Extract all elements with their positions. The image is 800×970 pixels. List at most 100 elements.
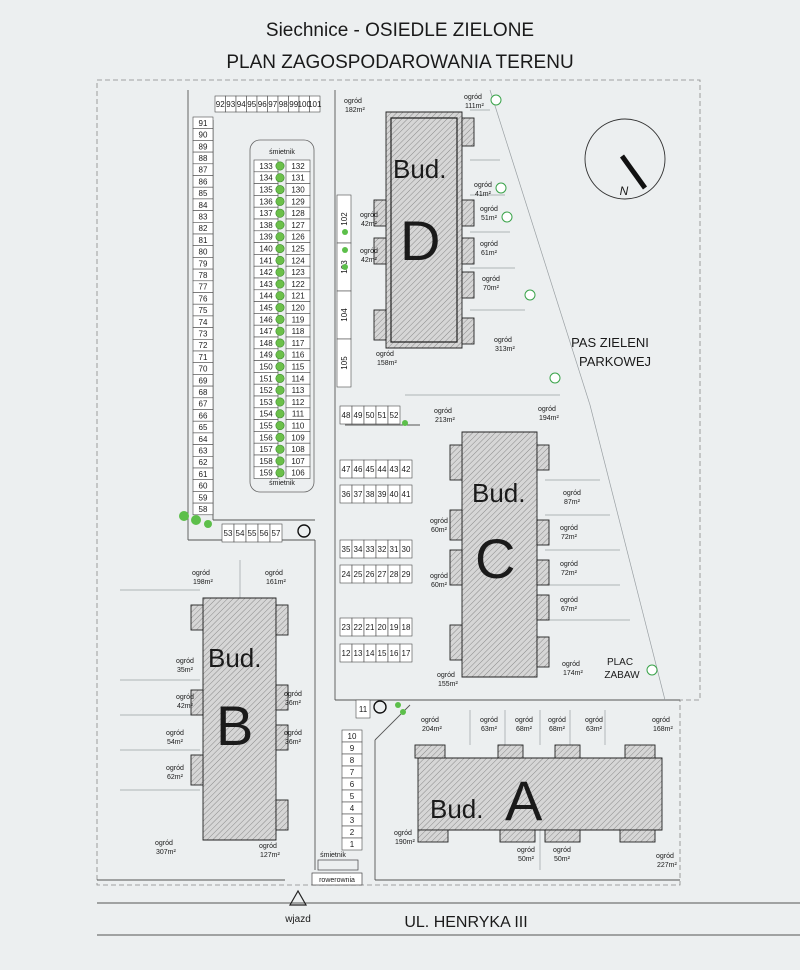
building-d-letter: D [400,209,440,272]
parking-spot-number: 153 [259,398,273,407]
parking-spot-number: 114 [292,374,305,383]
garden-word: ogród [482,276,500,283]
building-c-letter: C [475,527,515,590]
parking-spot [341,837,363,851]
parking-spot-number: 106 [291,469,305,478]
parking-spot-number: 42 [402,465,411,474]
garden-word: ogród [560,561,578,568]
parking-spot-number: 94 [237,100,246,109]
parking-spot-number: 101 [308,100,322,109]
street-label: UL. HENRYKA III [404,914,527,931]
parking-spot-number: 117 [292,339,305,348]
parking-spot-number: 49 [354,411,363,420]
garden-area: 68m² [549,726,566,733]
garden-area: 36m² [285,700,302,707]
parking-spot-number: 13 [354,649,363,658]
parking-spot-number: 2 [350,828,355,837]
building-b: Bud. B [190,597,289,841]
parking-spot-number: 98 [279,100,288,109]
garden-area: 198m² [193,579,214,586]
parking-spot-number: 146 [259,315,273,324]
parking-spot-number: 11 [359,705,368,714]
parking-spot-number: 126 [291,233,305,242]
tree-icon [275,279,285,289]
parking-spot-number: 10 [348,732,357,741]
parking-spot-number: 113 [292,386,305,395]
garden-word: ogród [430,573,448,580]
parking-spot-number: 8 [350,756,355,765]
garden-area: 72m² [561,534,578,541]
garden-area: 54m² [167,739,184,746]
parking-spot-number: 46 [354,465,363,474]
green-belt-label-1: PAS ZIELENI [571,335,649,350]
parking-spot-number: 135 [259,186,273,195]
bike-shed [311,872,363,886]
parking-spot-number: 51 [378,411,387,420]
parking-spot-number: 97 [268,100,277,109]
tree-icon [275,338,285,348]
parking-spot-number: 82 [199,224,208,233]
north-arrow: N [584,118,666,200]
parking-spot-number: 83 [199,212,208,221]
garden-area: 307m² [156,849,177,856]
internal-roads [187,90,680,880]
parking-spot-number: 100 [298,100,312,109]
garden-area: 155m² [438,681,459,688]
garden-area: 67m² [561,606,578,613]
parking-spot-number: 25 [354,570,363,579]
garden-area: 190m² [395,839,416,846]
parking-spot-number: 52 [390,411,399,420]
garden-word: ogród [265,570,283,577]
tree-icon [275,220,285,230]
parking-spot-number: 152 [259,386,273,395]
tree-icon [275,456,285,466]
parking-spot-number: 23 [342,623,351,632]
parking-spot-number: 119 [292,315,305,324]
parking-spot-number: 32 [378,545,387,554]
parking-spot-number: 110 [292,422,305,431]
garden-area: 213m² [435,417,456,424]
garden-word: ogród [176,658,194,665]
parking-spot [285,466,311,479]
garden-word: ogród [515,717,533,724]
garden-area: 41m² [475,191,492,198]
lot-lines [120,89,666,870]
parking-spot-number: 63 [199,446,208,455]
garden-word: ogród [176,694,194,701]
parking-spot-number: 131 [291,174,305,183]
tree-icon [275,444,285,454]
garden-word: ogród [421,717,439,724]
garden-word: ogród [585,717,603,724]
tree-icon [275,326,285,336]
parking-spot-number: 76 [199,294,208,303]
parking-spot-number: 59 [199,493,208,502]
parking-spot-number: 55 [248,529,257,538]
parking-spot-number: 47 [342,465,351,474]
parking-spot-number: 73 [199,329,208,338]
garden-area: 111m² [465,103,484,110]
tree-icon [275,244,285,254]
street: UL. HENRYKA III [97,879,800,936]
parking-spot-number: 64 [199,435,208,444]
plan-title: Siechnice - OSIEDLE ZIELONE [266,20,534,41]
tree-icon [275,468,285,478]
garden-area: 68m² [516,726,533,733]
garden-labels: ogród182m²ogród111m²ogród41m²ogród51m²og… [155,94,678,869]
parking-spot-number: 1 [350,840,355,849]
parking-spot-number: 91 [199,119,208,128]
tree-icon [275,291,285,301]
parking-spot-number: 57 [272,529,281,538]
garden-area: 35m² [177,667,194,674]
parking-spot-number: 65 [199,423,208,432]
island-trees [275,161,285,478]
garden-word: ogród [430,518,448,525]
garden-word: ogród [360,212,378,219]
accessibility-icon [297,524,387,714]
tree-icon [275,373,285,383]
parking-spot-number: 124 [291,256,305,265]
parking-spot-number: 37 [354,490,363,499]
garden-area: 61m² [481,250,498,257]
parking-spot-number: 129 [291,197,305,206]
building-a: Bud. A [414,744,663,843]
